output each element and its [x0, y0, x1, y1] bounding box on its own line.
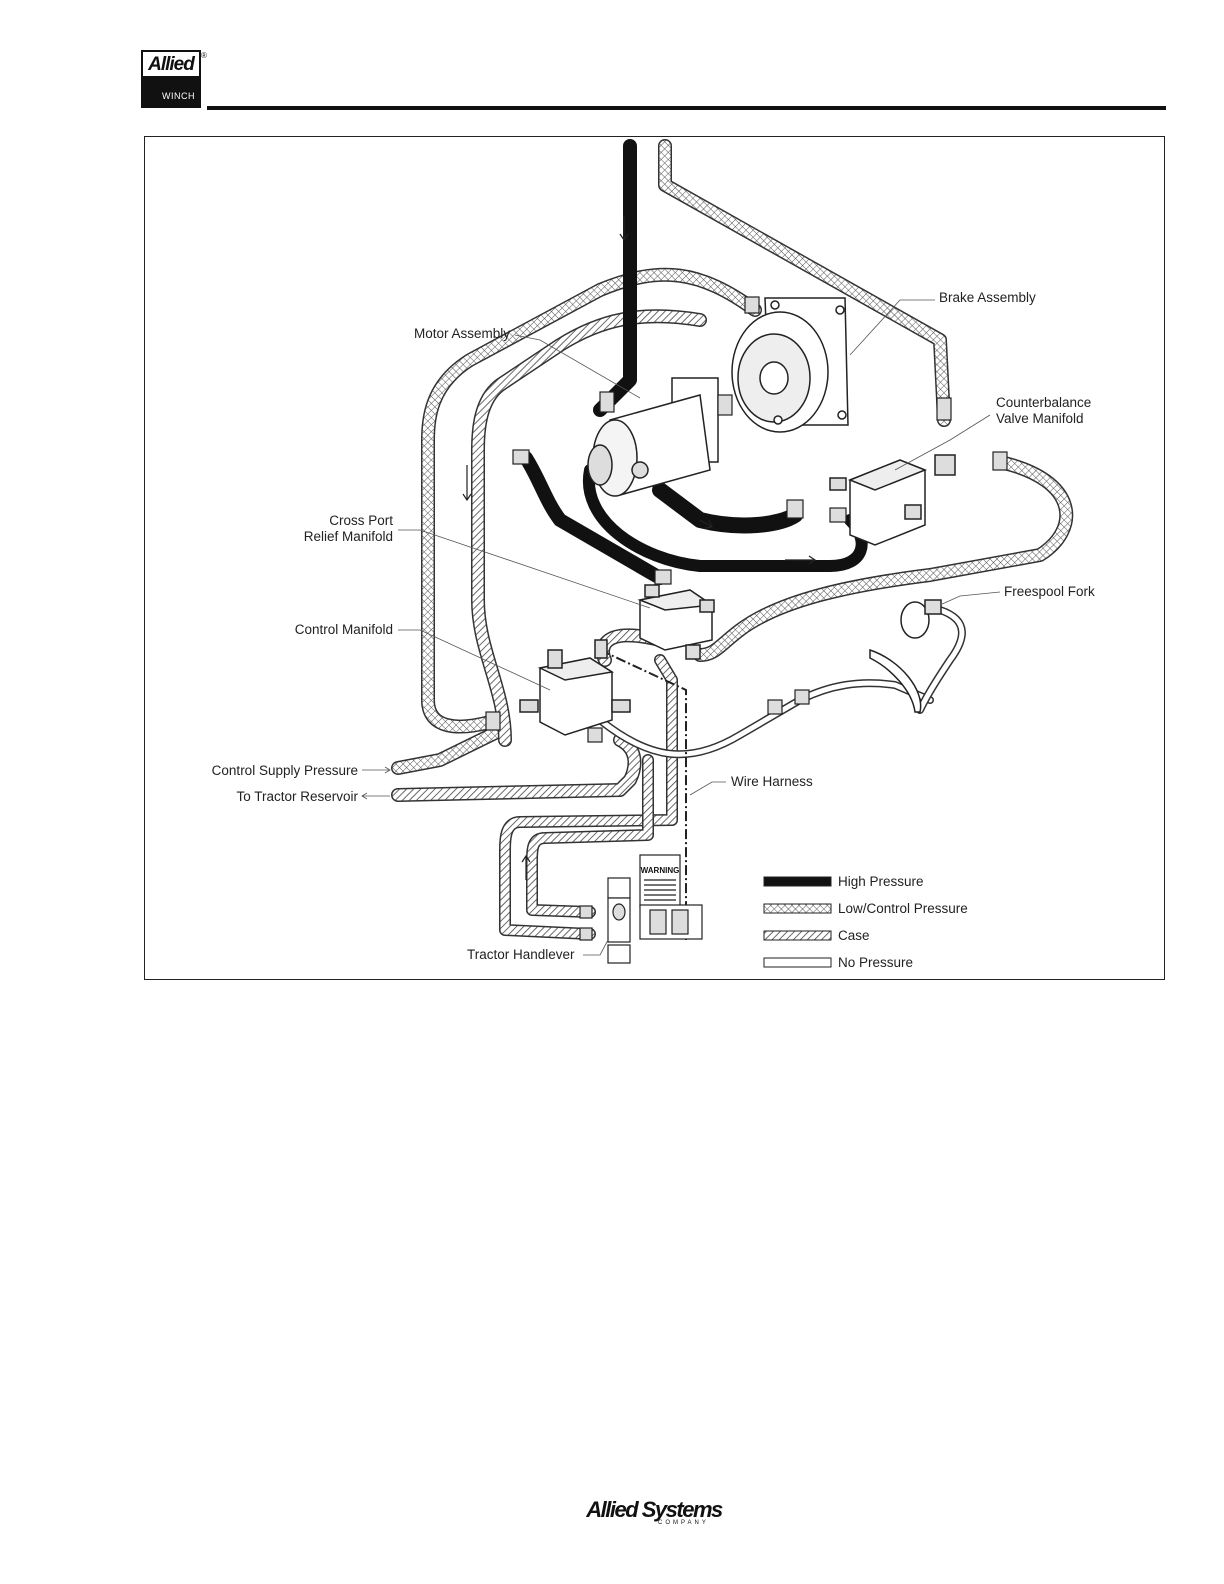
legend-label-low-control: Low/Control Pressure — [838, 900, 968, 917]
label-tractor-handlever: Tractor Handlever — [467, 946, 575, 963]
footer-logo-name: Allied Systems — [584, 1498, 724, 1522]
allied-systems-logo: Allied Systems COMPANY — [584, 1498, 724, 1528]
legend-swatch-case — [764, 931, 831, 940]
label-freespool-fork: Freespool Fork — [1004, 583, 1095, 600]
control-manifold — [520, 640, 630, 735]
label-motor-assembly: Motor Assembly — [414, 325, 510, 342]
label-cross-port-line2: Relief Manifold — [304, 528, 393, 545]
legend-swatch-high-pressure — [764, 877, 831, 886]
legend-label-high-pressure: High Pressure — [838, 873, 924, 890]
legend-label-case: Case — [838, 927, 870, 944]
legend-label-no-pressure: No Pressure — [838, 954, 913, 971]
label-brake-assembly: Brake Assembly — [939, 289, 1036, 306]
label-to-tractor-reservoir: To Tractor Reservoir — [236, 788, 358, 805]
warning-decal-title: WARNING — [641, 866, 680, 875]
label-control-manifold: Control Manifold — [295, 621, 393, 638]
label-counterbalance-line2: Valve Manifold — [996, 410, 1084, 427]
label-counterbalance-line1: Counterbalance — [996, 394, 1091, 411]
legend-swatch-no-pressure — [764, 958, 831, 967]
brake-assembly — [732, 298, 848, 432]
legend-swatches — [764, 877, 831, 967]
counterbalance-manifold — [830, 455, 955, 545]
label-cross-port-line1: Cross Port — [329, 512, 393, 529]
tractor-handlever — [608, 878, 630, 963]
label-wire-harness: Wire Harness — [731, 773, 813, 790]
footer-logo-sub: COMPANY — [658, 1520, 709, 1526]
label-control-supply-pressure: Control Supply Pressure — [212, 762, 358, 779]
legend-swatch-low-control — [764, 904, 831, 913]
